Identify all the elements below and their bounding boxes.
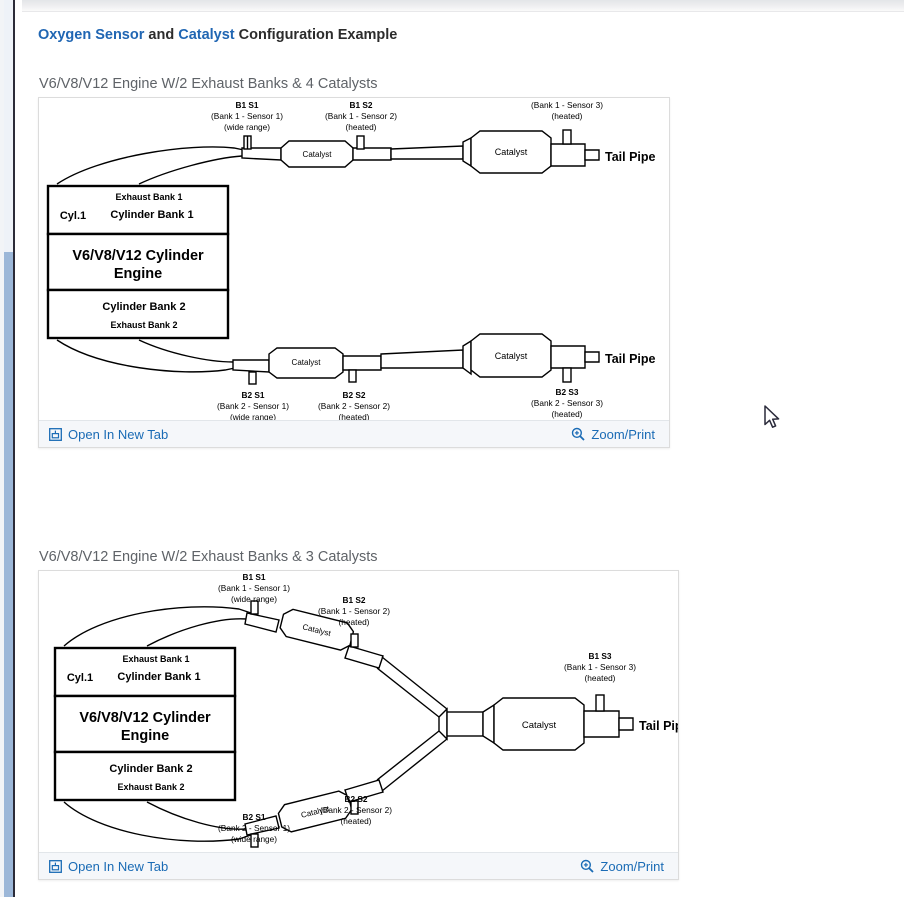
svg-text:(Bank 2 - Sensor 2): (Bank 2 - Sensor 2) (318, 401, 390, 411)
strip-edge (0, 0, 4, 897)
svg-text:B1 S3: B1 S3 (555, 98, 578, 99)
svg-text:B1 S3: B1 S3 (588, 651, 611, 661)
svg-text:Exhaust Bank 1: Exhaust Bank 1 (115, 192, 182, 202)
browser-top-bar (22, 0, 904, 12)
svg-text:(Bank 2 - Sensor 2): (Bank 2 - Sensor 2) (320, 805, 392, 815)
catalyst-link[interactable]: Catalyst (178, 27, 235, 43)
svg-text:(Bank 2 - Sensor 1): (Bank 2 - Sensor 1) (218, 823, 290, 833)
svg-text:B1 S1: B1 S1 (235, 100, 258, 110)
magnifier-plus-icon (580, 859, 595, 873)
svg-text:(heated): (heated) (346, 122, 377, 132)
svg-text:Cylinder Bank 1: Cylinder Bank 1 (117, 671, 200, 683)
strip-scrollbar-thumb[interactable] (4, 0, 13, 252)
external-link-icon (49, 859, 62, 873)
magnifier-plus-icon (571, 427, 586, 441)
svg-text:Tail Pipe: Tail Pipe (605, 352, 656, 366)
svg-text:Exhaust Bank 2: Exhaust Bank 2 (110, 320, 177, 330)
svg-text:B1 S2: B1 S2 (342, 595, 365, 605)
diagram-image-three-catalysts[interactable]: .l{fill:none;stroke:#000;stroke-width:1.… (39, 571, 678, 852)
diagram-card-four-catalysts: .ln{fill:none;stroke:#000;stroke-width:1… (38, 97, 670, 448)
svg-text:B2 S2: B2 S2 (344, 794, 367, 804)
diagram-footer-three-catalysts: Open In New Tab Zoom/Print (39, 852, 678, 879)
zoom-print-label-1: Zoom/Print (591, 426, 655, 442)
svg-text:Catalyst: Catalyst (303, 150, 333, 159)
section-four-catalysts: V6/V8/V12 Engine W/2 Exhaust Banks & 4 C… (38, 76, 688, 448)
svg-text:(Bank 1 - Sensor 1): (Bank 1 - Sensor 1) (211, 111, 283, 121)
svg-text:(Bank 1 - Sensor 1): (Bank 1 - Sensor 1) (218, 583, 290, 593)
svg-text:(heated): (heated) (339, 412, 370, 420)
svg-text:Exhaust Bank 2: Exhaust Bank 2 (117, 782, 184, 792)
svg-text:(wide range): (wide range) (224, 122, 270, 132)
svg-text:(Bank 2 - Sensor 3): (Bank 2 - Sensor 3) (531, 398, 603, 408)
svg-text:(heated): (heated) (552, 409, 583, 419)
open-in-new-tab-button-1[interactable]: Open In New Tab (49, 427, 168, 442)
svg-text:Cylinder Bank 2: Cylinder Bank 2 (102, 301, 185, 313)
zoom-print-button-2[interactable]: Zoom/Print (580, 859, 664, 874)
zoom-print-label-2: Zoom/Print (600, 858, 664, 874)
svg-text:(wide range): (wide range) (231, 594, 277, 604)
external-link-icon (49, 427, 62, 441)
svg-text:V6/V8/V12 Cylinder: V6/V8/V12 Cylinder (79, 710, 211, 726)
section-three-catalysts: V6/V8/V12 Engine W/2 Exhaust Banks & 3 C… (38, 549, 698, 880)
open-in-new-tab-label-2: Open In New Tab (68, 858, 169, 874)
strip-inner-gap (15, 0, 22, 897)
open-in-new-tab-label-1: Open In New Tab (68, 426, 169, 442)
svg-text:B1 S1: B1 S1 (242, 572, 265, 582)
svg-text:Catalyst: Catalyst (495, 147, 528, 157)
svg-text:(heated): (heated) (341, 816, 372, 826)
exhaust-diagram-3cat-svg: .l{fill:none;stroke:#000;stroke-width:1.… (53, 572, 678, 848)
page-title: Oxygen Sensor and Catalyst Configuration… (38, 27, 397, 43)
svg-text:Cyl.1: Cyl.1 (60, 210, 86, 222)
open-in-new-tab-button-2[interactable]: Open In New Tab (49, 859, 168, 874)
svg-text:(Bank 1 - Sensor 2): (Bank 1 - Sensor 2) (318, 606, 390, 616)
svg-text:Cylinder Bank 1: Cylinder Bank 1 (110, 209, 193, 221)
svg-text:Catalyst: Catalyst (522, 720, 557, 731)
page-title-and: and (144, 27, 179, 43)
diagram-card-three-catalysts: .l{fill:none;stroke:#000;stroke-width:1.… (38, 570, 679, 880)
svg-text:(wide range): (wide range) (231, 834, 277, 844)
page-title-tail: Configuration Example (234, 27, 398, 43)
svg-text:B2 S2: B2 S2 (342, 390, 365, 400)
strip-divider (13, 0, 15, 897)
svg-text:(Bank 2 - Sensor 1): (Bank 2 - Sensor 1) (217, 401, 289, 411)
svg-text:B2 S3: B2 S3 (555, 387, 578, 397)
svg-text:Cyl.1: Cyl.1 (67, 672, 93, 684)
svg-text:(heated): (heated) (339, 617, 370, 627)
svg-text:Exhaust Bank 1: Exhaust Bank 1 (122, 654, 189, 664)
strip-scrollbar-track[interactable] (4, 0, 13, 897)
svg-text:(Bank 1 - Sensor 3): (Bank 1 - Sensor 3) (531, 100, 603, 110)
svg-text:Engine: Engine (114, 266, 162, 282)
svg-text:B2 S1: B2 S1 (242, 812, 265, 822)
svg-text:B1 S2: B1 S2 (349, 100, 372, 110)
svg-text:Tail Pipe: Tail Pipe (605, 150, 656, 164)
oxygen-sensor-link[interactable]: Oxygen Sensor (38, 27, 145, 43)
exhaust-diagram-4cat-svg: .ln{fill:none;stroke:#000;stroke-width:1… (46, 98, 656, 420)
svg-text:(Bank 1 - Sensor 2): (Bank 1 - Sensor 2) (325, 111, 397, 121)
svg-text:V6/V8/V12 Cylinder: V6/V8/V12 Cylinder (72, 248, 204, 264)
section-title-four-catalysts: V6/V8/V12 Engine W/2 Exhaust Banks & 4 C… (39, 76, 378, 92)
svg-text:(heated): (heated) (585, 673, 616, 683)
svg-text:(heated): (heated) (552, 111, 583, 121)
svg-text:(Bank 1 - Sensor 3): (Bank 1 - Sensor 3) (564, 662, 636, 672)
page-content: Oxygen Sensor and Catalyst Configuration… (22, 12, 904, 897)
svg-text:(wide range): (wide range) (230, 412, 276, 420)
diagram-footer-four-catalysts: Open In New Tab Zoom/Print (39, 420, 669, 447)
svg-text:Catalyst: Catalyst (292, 358, 322, 367)
section-title-three-catalysts: V6/V8/V12 Engine W/2 Exhaust Banks & 3 C… (39, 549, 378, 565)
svg-text:Cylinder Bank 2: Cylinder Bank 2 (109, 763, 192, 775)
svg-text:Engine: Engine (121, 728, 169, 744)
svg-text:Tail Pipe: Tail Pipe (639, 719, 678, 733)
svg-text:B2 S1: B2 S1 (241, 390, 264, 400)
browser-left-edge-strip (0, 0, 22, 897)
zoom-print-button-1[interactable]: Zoom/Print (571, 427, 655, 442)
svg-text:Catalyst: Catalyst (495, 351, 528, 361)
diagram-image-four-catalysts[interactable]: .ln{fill:none;stroke:#000;stroke-width:1… (39, 98, 669, 420)
